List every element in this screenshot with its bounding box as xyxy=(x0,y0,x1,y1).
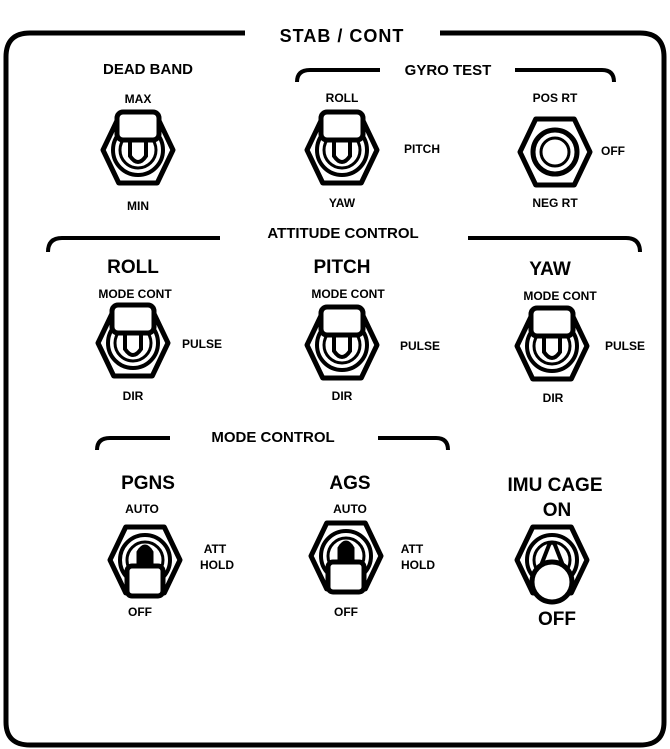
pitch-dir-label: DIR xyxy=(332,389,353,403)
yaw-label: YAW xyxy=(529,259,571,280)
switch-ball-knob xyxy=(529,559,575,605)
gyro-neg-rt-label: NEG RT xyxy=(532,196,578,210)
yaw-mode-toggle-switch[interactable] xyxy=(514,305,590,382)
roll-dir-label: DIR xyxy=(123,389,144,403)
ags-mode-toggle-switch[interactable] xyxy=(308,520,384,595)
yaw-dir-label: DIR xyxy=(543,391,564,405)
switch-paddle xyxy=(114,109,162,143)
switch-paddle xyxy=(325,559,367,595)
pgns-label: PGNS xyxy=(121,473,175,494)
gyro-test-bracket xyxy=(295,68,616,83)
ags-off-label: OFF xyxy=(334,605,358,619)
ags-hold-label: HOLD xyxy=(401,558,435,572)
roll-pulse-label: PULSE xyxy=(182,337,222,351)
gyro-off-label: OFF xyxy=(601,144,625,158)
switch-lever-end xyxy=(539,136,571,168)
roll-mode-toggle-switch[interactable] xyxy=(95,302,171,379)
pitch-mode-toggle-switch[interactable] xyxy=(304,304,380,381)
imu-cage-toggle-switch[interactable] xyxy=(514,524,590,605)
ags-auto-label: AUTO xyxy=(333,502,367,516)
imu-cage-label: IMU CAGE xyxy=(508,475,603,496)
pgns-auto-label: AUTO xyxy=(125,502,159,516)
gyro-roll-label: ROLL xyxy=(326,91,359,105)
gyro-test-label: GYRO TEST xyxy=(405,62,492,79)
panel-frame xyxy=(3,30,667,748)
pitch-pulse-label: PULSE xyxy=(400,339,440,353)
pitch-mode-cont-label: MODE CONT xyxy=(311,287,385,301)
roll-label: ROLL xyxy=(107,257,159,278)
gyro-axis-toggle-switch[interactable] xyxy=(304,109,380,186)
switch-paddle xyxy=(318,109,366,143)
pgns-hold-label: HOLD xyxy=(200,558,234,572)
attitude-control-label: ATTITUDE CONTROL xyxy=(267,225,418,242)
dead-band-toggle-switch[interactable] xyxy=(100,109,176,186)
dead-band-min: MIN xyxy=(127,199,149,213)
dead-band-max: MAX xyxy=(125,92,152,106)
attitude-control-bracket xyxy=(46,236,642,253)
yaw-pulse-label: PULSE xyxy=(605,339,645,353)
dead-band-label: DEAD BAND xyxy=(103,61,193,78)
pgns-att-label: ATT xyxy=(204,542,227,556)
pgns-off-label: OFF xyxy=(128,605,152,619)
imu-cage-off-label: OFF xyxy=(538,609,576,630)
gyro-rate-toggle-switch[interactable] xyxy=(517,116,593,188)
gyro-pitch-label: PITCH xyxy=(404,142,440,156)
switch-paddle xyxy=(109,302,157,336)
roll-mode-cont-label: MODE CONT xyxy=(98,287,172,301)
gyro-pos-rt-label: POS RT xyxy=(533,91,578,105)
gyro-yaw-label: YAW xyxy=(329,196,356,210)
ags-att-label: ATT xyxy=(401,542,424,556)
imu-cage-on-label: ON xyxy=(543,500,572,521)
yaw-mode-cont-label: MODE CONT xyxy=(523,289,597,303)
pitch-label: PITCH xyxy=(314,257,371,278)
switch-paddle xyxy=(528,305,576,339)
mode-control-label: MODE CONTROL xyxy=(211,429,334,446)
switch-paddle xyxy=(318,304,366,338)
mode-control-bracket xyxy=(95,436,450,451)
ags-label: AGS xyxy=(329,473,370,494)
switch-paddle xyxy=(124,563,166,599)
pgns-mode-toggle-switch[interactable] xyxy=(107,524,183,599)
panel-title: STAB / CONT xyxy=(280,26,405,46)
